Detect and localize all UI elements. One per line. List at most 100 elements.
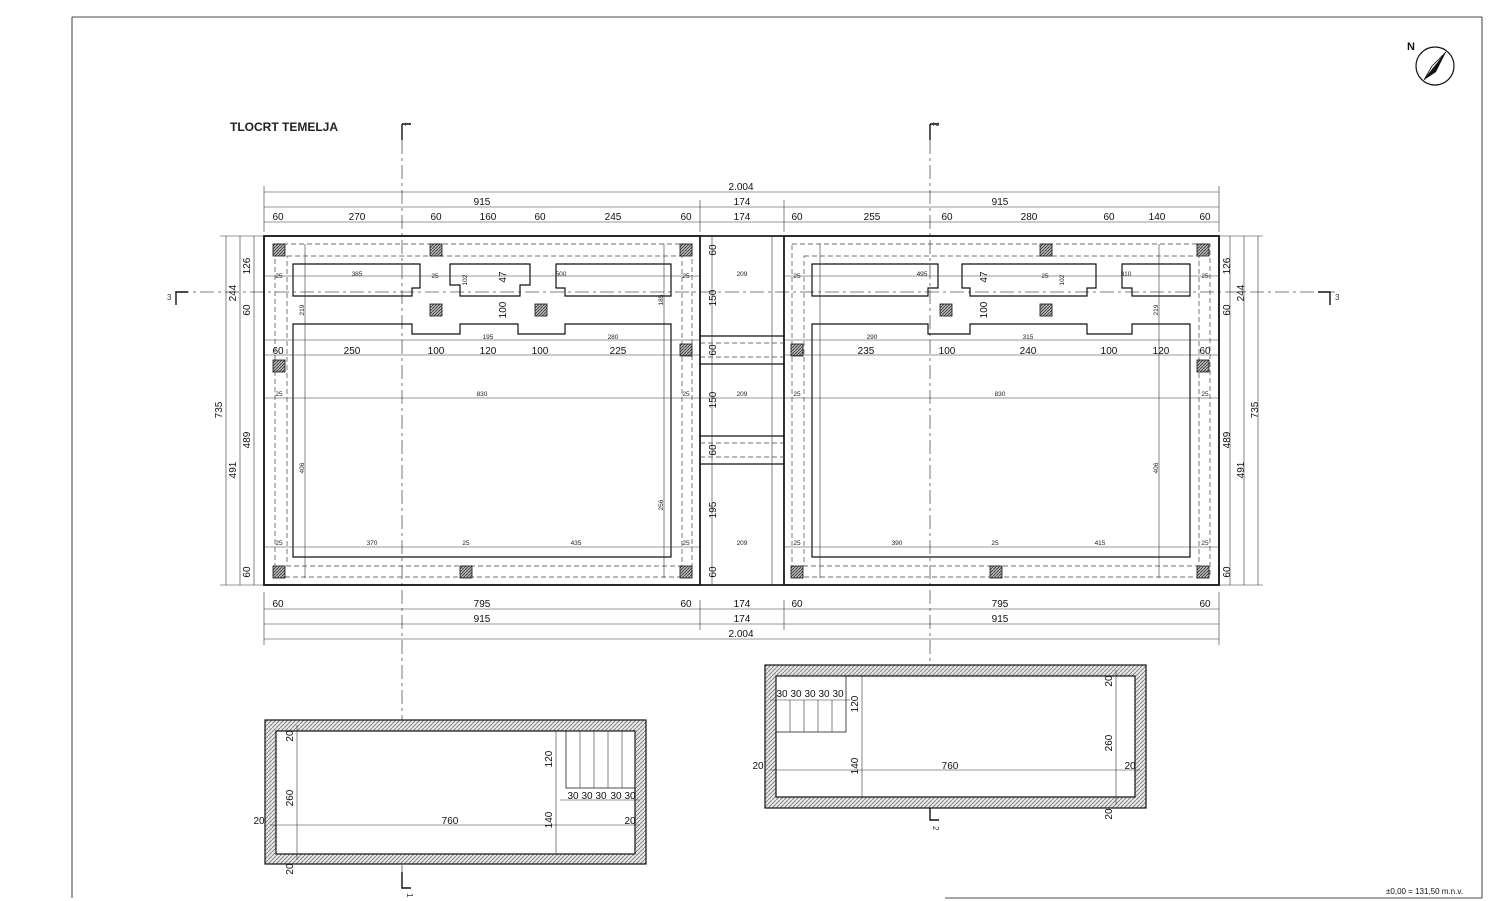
dim-right-b: 60: [1222, 304, 1233, 316]
il-top-2: 500: [556, 271, 567, 278]
dim-right-total: 735: [1250, 401, 1261, 418]
dim-right-a: 126: [1222, 257, 1233, 274]
sl-t2: 20: [624, 816, 636, 827]
sr-t3: 20: [1104, 675, 1115, 687]
sl-t4: 20: [285, 863, 296, 875]
ir-small-d: 25: [793, 391, 801, 398]
dim-top-r3-11: 280: [1021, 212, 1038, 223]
sr-t4: 20: [1104, 808, 1115, 820]
sr-step-1: 30: [790, 689, 802, 700]
dim-left-b: 60: [242, 304, 253, 316]
sr-step-2: 30: [804, 689, 816, 700]
il-small-d: 25: [275, 391, 283, 398]
sl-step-2: 30: [595, 791, 607, 802]
dim-left-lower: 491: [228, 461, 239, 478]
dim-mid-4: 60: [708, 444, 719, 456]
dim-mid-0: 60: [708, 244, 719, 256]
ir-top-0: 495: [917, 271, 928, 278]
right-dimensions: 126 60 489 60 244 491 735: [1219, 235, 1263, 586]
sl-r2: 140: [544, 811, 555, 828]
ir-mid-1: 315: [1023, 334, 1034, 341]
dim-bot-r1-5: 795: [992, 599, 1009, 610]
dim-top-r3-9: 255: [864, 212, 881, 223]
north-arrow-icon: N: [1407, 41, 1455, 86]
dim-right-lower: 491: [1236, 461, 1247, 478]
dim-left-c: 489: [242, 431, 253, 448]
dim-mid-small-0: 209: [737, 271, 748, 278]
sr-w: 760: [942, 761, 959, 772]
sr-r1: 120: [850, 695, 861, 712]
dim-left-a: 126: [242, 257, 253, 274]
dim-bot-r1-1: 795: [474, 599, 491, 610]
ir-mid-0: 290: [867, 334, 878, 341]
dim-bot-overall: 2.004: [728, 629, 753, 640]
ir-bot-1: 415: [1095, 540, 1106, 547]
row-left-0: 60: [272, 346, 284, 357]
dim-mid-small-1: 209: [737, 391, 748, 398]
sr-h: 260: [1104, 734, 1115, 751]
row-left-3: 120: [480, 346, 497, 357]
il-small-a: 25: [275, 273, 283, 280]
il-small-c: 25: [682, 273, 690, 280]
dim-mid-6: 60: [708, 566, 719, 578]
il-top-4: 100: [498, 301, 509, 318]
dim-top-r3-1: 270: [349, 212, 366, 223]
il-small-e: 25: [682, 391, 690, 398]
row-right-2: 240: [1020, 346, 1037, 357]
dim-top-r3-3: 160: [480, 212, 497, 223]
dim-right-upper: 244: [1236, 284, 1247, 301]
ir-bot-0: 390: [892, 540, 903, 547]
dim-bot-r1-6: 60: [1199, 599, 1211, 610]
row-right-0: 235: [858, 346, 875, 357]
dim-top-r3-14: 60: [1199, 212, 1211, 223]
ir-small-c: 25: [1201, 273, 1209, 280]
section-2-top: 2: [931, 122, 940, 127]
dim-mid-1: 150: [708, 289, 719, 306]
dim-right-c: 489: [1222, 431, 1233, 448]
dim-top-r3-4: 60: [534, 212, 546, 223]
ir-top-3: 102: [1059, 274, 1066, 285]
dim-bot-r2-0: 915: [474, 614, 491, 625]
stair-plan-left: 760 260 20 20 20 20 120 140 30 30 30 30 …: [253, 719, 647, 875]
il-bot-0: 370: [367, 540, 378, 547]
sl-w: 760: [442, 816, 459, 827]
dim-bot-r1-4: 60: [791, 599, 803, 610]
il-bot-1: 435: [571, 540, 582, 547]
ir-big: 830: [995, 391, 1006, 398]
dim-left-upper: 244: [228, 284, 239, 301]
sl-step-1: 30: [581, 791, 593, 802]
row-left-5: 225: [610, 346, 627, 357]
sl-step-4: 30: [624, 791, 636, 802]
ir-small-b: 25: [1041, 273, 1049, 280]
dim-bot-r1-3: 174: [734, 599, 751, 610]
il-mid-3: 185: [658, 294, 665, 305]
il-v1: 406: [299, 462, 306, 473]
il-mid-0: 195: [483, 334, 494, 341]
dim-top-r2-0: 915: [474, 197, 491, 208]
top-dimensions: 2.004 915 174 915 60 270 60 160 60 245 6…: [263, 182, 1220, 232]
dim-left-d: 60: [242, 566, 253, 578]
dim-left-total: 735: [214, 401, 225, 418]
section-3-left: 3: [167, 293, 172, 302]
row-left-2: 100: [428, 346, 445, 357]
inner-labels-right: 495 47 310 102 100 290 315 219 830 406 3…: [793, 271, 1209, 547]
il-mid-2: 219: [299, 304, 306, 315]
il-small-b: 25: [431, 273, 439, 280]
ir-small-h: 25: [1201, 540, 1209, 547]
north-label: N: [1407, 41, 1415, 53]
sl-step-0: 30: [567, 791, 579, 802]
row-right-3: 100: [1101, 346, 1118, 357]
dim-top-r3-12: 60: [1103, 212, 1115, 223]
dim-top-r3-13: 140: [1149, 212, 1166, 223]
left-dimensions: 735 244 491 126 60 489 60: [214, 235, 264, 586]
row-right-4: 120: [1153, 346, 1170, 357]
elevation-note: ±0,00 = 131,50 m.n.v.: [1386, 887, 1463, 896]
dim-top-r3-8: 60: [791, 212, 803, 223]
sr-t1: 20: [752, 761, 764, 772]
drawing-title: TLOCRT TEMELJA: [230, 120, 338, 134]
row-left-1: 250: [344, 346, 361, 357]
section-1-top: 1: [403, 122, 412, 127]
stair-plan-right: 760 260 20 20 20 20 120 140 30 30 30 30 …: [752, 664, 1147, 820]
ir-v1: 406: [1153, 462, 1160, 473]
